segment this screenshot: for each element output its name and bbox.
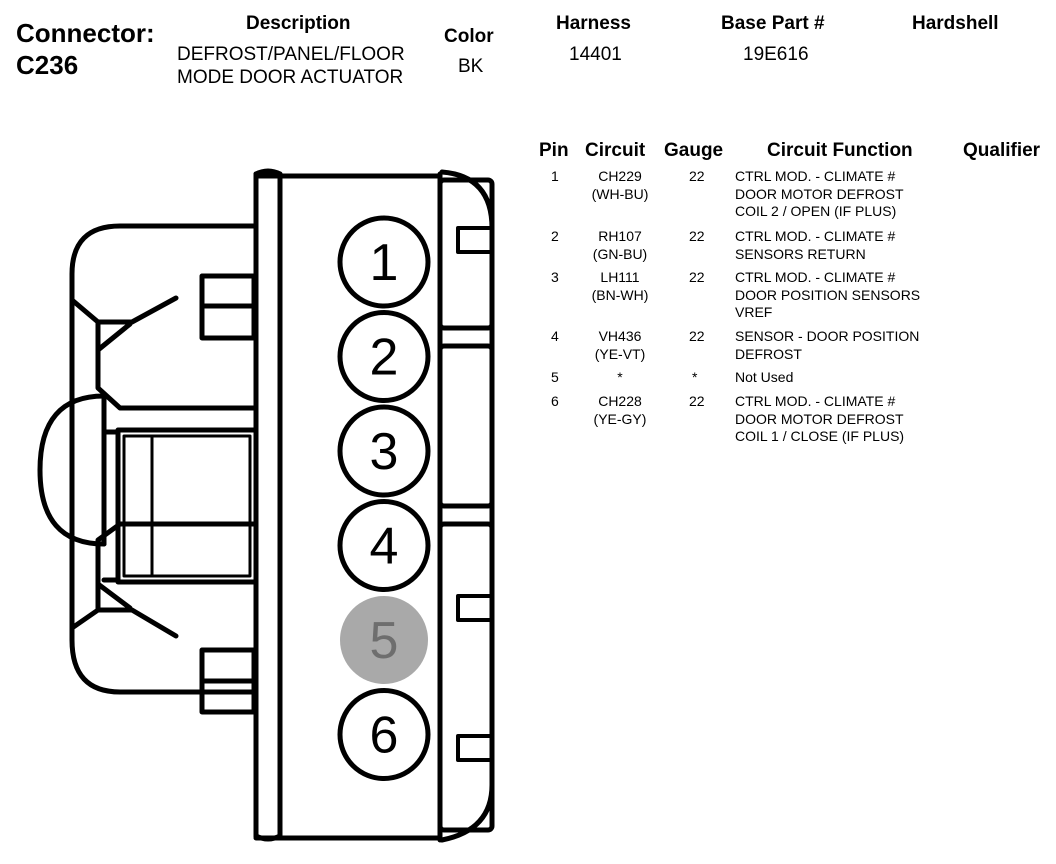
function-line: CTRL MOD. - CLIMATE # bbox=[735, 228, 896, 244]
col-circuit-function: Circuit Function bbox=[767, 140, 913, 161]
base-part-label: Base Part # bbox=[721, 13, 825, 34]
function-line: SENSOR - DOOR POSITION bbox=[735, 328, 920, 344]
gauge-cell: 22 bbox=[689, 269, 705, 285]
circuit-cell: VH436 (YE-VT) bbox=[570, 328, 670, 363]
function-line: DOOR MOTOR DEFROST bbox=[735, 410, 904, 427]
circuit-code: RH107 bbox=[598, 228, 642, 244]
latch-arm-upper bbox=[69, 273, 259, 411]
circuit-cell: RH107 (GN-BU) bbox=[570, 228, 670, 263]
col-pin: Pin bbox=[539, 140, 569, 161]
color-label: Color bbox=[444, 26, 494, 47]
circuit-cell: LH111 (BN-WH) bbox=[570, 269, 670, 304]
pin-2-label: 2 bbox=[370, 329, 399, 387]
function-line: COIL 1 / CLOSE (IF PLUS) bbox=[735, 428, 905, 444]
circuit-color: (BN-WH) bbox=[591, 286, 649, 303]
function-line: CTRL MOD. - CLIMATE # bbox=[735, 393, 896, 409]
harness-value: 14401 bbox=[569, 44, 622, 65]
function-line: DOOR POSITION SENSORS bbox=[735, 286, 921, 303]
lock-rail bbox=[437, 169, 495, 843]
pin-1-label: 1 bbox=[370, 234, 399, 292]
pin-cell: 5 bbox=[551, 369, 559, 385]
connector-label: Connector: bbox=[16, 18, 155, 48]
pin-cell: 1 bbox=[551, 168, 559, 184]
function-cell: CTRL MOD. - CLIMATE # DOOR MOTOR DEFROST… bbox=[735, 393, 904, 446]
base-part-value: 19E616 bbox=[743, 44, 809, 65]
function-line: DEFROST bbox=[735, 345, 802, 362]
circuit-cell: * bbox=[570, 369, 670, 387]
function-line: VREF bbox=[735, 304, 773, 320]
pin-6-label: 6 bbox=[370, 707, 399, 765]
function-cell: CTRL MOD. - CLIMATE # SENSORS RETURN bbox=[735, 228, 895, 263]
gauge-cell: 22 bbox=[689, 168, 705, 184]
gauge-cell: * bbox=[692, 369, 698, 385]
pin-cell: 2 bbox=[551, 228, 559, 244]
function-line: Not Used bbox=[735, 369, 794, 385]
circuit-code: VH436 bbox=[598, 328, 642, 344]
pin-3-label: 3 bbox=[370, 423, 399, 481]
function-cell: Not Used bbox=[735, 369, 793, 387]
pin-6-cavity bbox=[337, 688, 431, 781]
hardshell-label: Hardshell bbox=[912, 13, 999, 34]
connector-id: C236 bbox=[16, 50, 79, 80]
pin-cell: 4 bbox=[551, 328, 559, 344]
circuit-code: CH228 bbox=[598, 393, 642, 409]
circuit-code: LH111 bbox=[600, 269, 640, 285]
pin-cavities: 1 2 3 4 5 6 bbox=[337, 215, 431, 781]
function-cell: CTRL MOD. - CLIMATE # DOOR POSITION SENS… bbox=[735, 269, 920, 322]
pin-2-cavity bbox=[337, 310, 431, 403]
pin-4-cavity bbox=[337, 499, 431, 592]
function-cell: SENSOR - DOOR POSITION DEFROST bbox=[735, 328, 919, 363]
description-line2: MODE DOOR ACTUATOR bbox=[177, 67, 404, 88]
col-gauge: Gauge bbox=[664, 140, 724, 161]
pin-3-cavity bbox=[337, 404, 431, 498]
pin-5-cavity bbox=[340, 596, 428, 684]
col-circuit: Circuit bbox=[585, 140, 646, 161]
pin-cell: 6 bbox=[551, 393, 559, 409]
color-value: BK bbox=[458, 56, 484, 77]
description-label: Description bbox=[246, 13, 351, 34]
circuit-color: (WH-BU) bbox=[591, 185, 649, 202]
col-qualifier: Qualifier bbox=[963, 140, 1041, 161]
circuit-code: * bbox=[617, 369, 623, 385]
gauge-cell: 22 bbox=[689, 393, 705, 409]
function-line: DOOR MOTOR DEFROST bbox=[735, 185, 904, 202]
connector-face-diagram: 1 2 3 4 5 6 bbox=[37, 168, 495, 843]
circuit-color: (YE-GY) bbox=[593, 410, 647, 427]
circuit-cell: CH229 (WH-BU) bbox=[570, 168, 670, 203]
harness-label: Harness bbox=[556, 13, 631, 34]
latch-arm-lower bbox=[69, 521, 259, 715]
function-line: SENSORS RETURN bbox=[735, 245, 866, 262]
circuit-color: (YE-VT) bbox=[594, 345, 646, 362]
circuit-code: CH229 bbox=[598, 168, 642, 184]
function-line: COIL 2 / OPEN (IF PLUS) bbox=[735, 203, 897, 219]
gauge-cell: 22 bbox=[689, 328, 705, 344]
pin-1-cavity bbox=[337, 215, 431, 309]
circuit-color: (GN-BU) bbox=[592, 245, 648, 262]
description-line1: DEFROST/PANEL/FLOOR bbox=[177, 44, 405, 65]
pin-4-label: 4 bbox=[370, 518, 399, 576]
pin-cell: 3 bbox=[551, 269, 559, 285]
center-key bbox=[37, 393, 259, 585]
gauge-cell: 22 bbox=[689, 228, 705, 244]
function-line: CTRL MOD. - CLIMATE # bbox=[735, 168, 896, 184]
function-cell: CTRL MOD. - CLIMATE # DOOR MOTOR DEFROST… bbox=[735, 168, 904, 221]
function-line: CTRL MOD. - CLIMATE # bbox=[735, 269, 896, 285]
circuit-cell: CH228 (YE-GY) bbox=[570, 393, 670, 428]
pin-5-label: 5 bbox=[370, 612, 399, 670]
